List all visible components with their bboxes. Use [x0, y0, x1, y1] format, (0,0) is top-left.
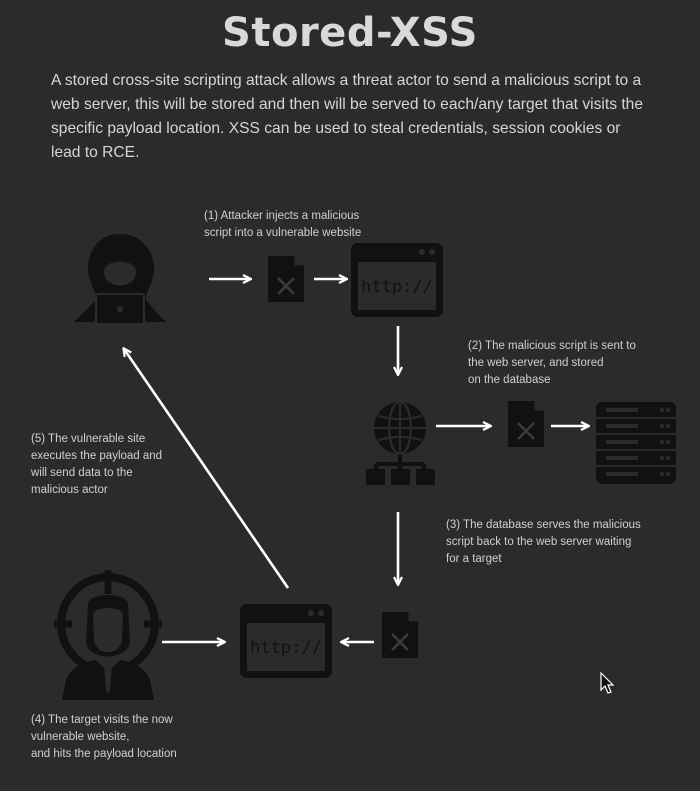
intro-paragraph: A stored cross-site scripting attack all…: [51, 72, 644, 161]
browser-url-text: http://: [250, 638, 322, 658]
arrow-site-to-attacker: [124, 349, 290, 589]
target-victim-icon: [54, 570, 162, 700]
browser-icon: [351, 243, 443, 317]
step-1-label: (1) Attacker injects a malicious script …: [204, 210, 362, 239]
browser-url-text: http://: [361, 277, 433, 297]
mouse-cursor-icon: [600, 672, 615, 694]
database-server-icon: [596, 402, 676, 484]
malicious-file-icon: [266, 254, 306, 304]
step-2-label: (2) The malicious script is sent to the …: [468, 340, 636, 386]
browser-icon: [240, 604, 332, 678]
page-title: Stored-XSS: [222, 10, 478, 56]
step-5-label: (5) The vulnerable site executes the pay…: [31, 433, 163, 496]
hacker-icon: [74, 234, 166, 325]
step-3-label: (3) The database serves the malicious sc…: [446, 519, 641, 565]
malicious-file-icon: [380, 610, 420, 660]
malicious-file-icon: [506, 399, 546, 449]
step-4-label: (4) The target visits the now vulnerable…: [31, 714, 177, 760]
web-server-globe-icon: [366, 400, 435, 485]
